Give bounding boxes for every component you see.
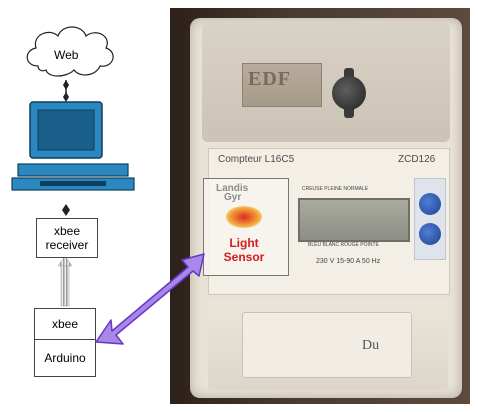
- xbee-receiver-box: xbee receiver: [36, 218, 98, 258]
- meter-button-icon: [419, 193, 441, 215]
- arduino-label: Arduino: [44, 351, 86, 365]
- meter-model: ZCD126: [398, 154, 436, 165]
- sensor-brand-line2: Gyr: [224, 192, 242, 203]
- double-arrow-icon: [95, 253, 205, 345]
- cover-text: Du: [362, 338, 380, 353]
- meter-lcd-display: [298, 198, 410, 242]
- web-cloud-icon: [26, 26, 114, 77]
- light-sensor-led-icon: [226, 206, 262, 228]
- xbee-receiver-label: xbee receiver: [45, 224, 89, 252]
- sensor-brand-line1: Landis: [216, 183, 249, 194]
- web-label: Web: [54, 48, 79, 62]
- sensor-label-line2: Sensor: [223, 250, 265, 264]
- meter-brand: EDF: [248, 68, 291, 90]
- display-bottom-labels: BLEU BLANC ROUGE POINTE: [308, 242, 379, 248]
- connector-diamond: [62, 204, 70, 216]
- meter-button-panel: [414, 178, 446, 260]
- meter-seal-knob: [332, 76, 366, 110]
- meter-counter-label: Compteur L16C5: [218, 154, 295, 165]
- computer-icon: [11, 101, 135, 191]
- connector-diamond: [63, 92, 69, 102]
- system-diagram: [11, 26, 135, 307]
- xbee-label: xbee: [51, 317, 79, 331]
- arduino-box: Arduino: [34, 339, 96, 377]
- meter-photo: EDF Compteur L16C5 ZCD126 CREUSE PLEINE …: [170, 8, 470, 404]
- connector-diamond: [63, 80, 69, 90]
- wireless-arrowhead: [57, 255, 73, 267]
- meter-button-icon: [419, 223, 441, 245]
- display-labels: CREUSE PLEINE NORMALE: [302, 186, 369, 192]
- meter-rating: 230 V 15-90 A 50 Hz: [316, 258, 381, 265]
- sensor-label-line1: Light: [229, 236, 259, 250]
- edf-plate: [242, 63, 322, 107]
- xbee-box: xbee: [34, 308, 96, 340]
- light-sensor-label: Light Sensor: [206, 236, 282, 264]
- terminal-cover: [242, 312, 412, 378]
